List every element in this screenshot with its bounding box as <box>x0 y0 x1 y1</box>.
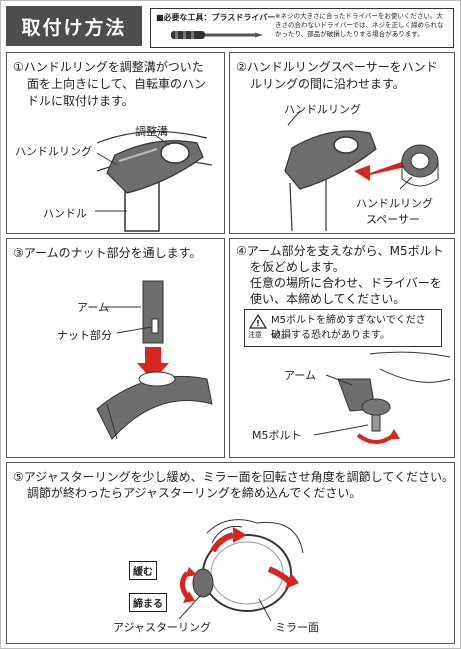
step2-text-1: ②ハンドルリングスペーサーをハンド <box>236 60 438 74</box>
step4-text-1: ④アーム部分を支えながら、M5ボルト <box>236 244 444 258</box>
step1-panel: ①ハンドルリングを調整溝がついた 面を上向きにして、自転車のハン ドルに取付けま… <box>6 52 225 234</box>
tag-loosen: 緩む <box>129 561 157 580</box>
step2-text-2: ルリングの間に沿わせます。 <box>250 77 405 91</box>
caution-text-2: 破損する恐れがあります。 <box>271 330 390 341</box>
step3-text: ③アームのナット部分を通します。 <box>13 246 202 260</box>
step4-text-4: 使い、本締めしてください。 <box>250 292 406 306</box>
step5-text-1: ⑤アジャスターリングを少し緩め、ミラー面を回転させ角度を調節してください。 <box>13 470 454 484</box>
step4-text-2: を仮どめします。 <box>250 260 345 274</box>
step1-text-3: ドルに取付けます。 <box>27 94 134 108</box>
step4-label-bolt: M5ボルト <box>252 429 302 442</box>
step2-illustration <box>284 110 439 232</box>
screwdriver-icon <box>171 31 263 39</box>
step2-label-ring: ハンドルリング <box>284 103 361 116</box>
step4-text-3: 任意の場所に合わせ、ドライバーを <box>250 276 442 290</box>
step1-label-ring: ハンドルリング <box>15 145 92 158</box>
tag-tighten: 締まる <box>129 593 167 612</box>
step5-label-adjuster: アジャスターリング <box>113 621 212 634</box>
step2-label-spacer-2: スペーサー <box>366 213 421 226</box>
step4-illustration <box>313 351 451 444</box>
step5-illustration <box>178 519 304 622</box>
step4-label-arm: アーム <box>284 369 317 382</box>
step3-illustration <box>96 280 213 440</box>
step5-label-mirror: ミラー面 <box>275 621 319 634</box>
step3-label-arm: アーム <box>77 301 110 314</box>
caution-text-1: M5ボルトを締めすぎないでください。 <box>271 315 426 341</box>
svg-text:!: ! <box>256 319 260 328</box>
tool-label: ■必要な工具：プラスドライバー <box>156 13 276 22</box>
step5-text-2: 調節が終わったらアジャスターリングを締め込んでください。 <box>27 486 362 500</box>
step1-text-2: 面を上向きにして、自転車のハン <box>27 77 207 91</box>
tool-info-box: ■必要な工具：プラスドライバー ※ネジの大きさに合ったドライバーをお使いください… <box>150 8 454 48</box>
caution-box: ! 注意 M5ボルトを締めすぎないでください。 破損する恐れがあります。 <box>244 309 442 347</box>
step1-text-1: ①ハンドルリングを調整溝がついた <box>13 60 204 74</box>
tool-note: ※ネジの大きさに合ったドライバーをお使いください。大きさの合わないドライバーでは… <box>275 12 444 38</box>
step3-panel: ③アームのナット部分を通します。 アーム ナット部分 <box>6 238 225 458</box>
page-title: 取付け方法 <box>6 6 142 46</box>
step1-illustration <box>95 130 213 232</box>
step1-label-groove: 調整溝 <box>135 125 168 138</box>
step2-panel: ②ハンドルリングスペーサーをハンド ルリングの間に沿わせます。 ハンドルリング … <box>229 52 455 234</box>
warning-icon: ! <box>249 314 267 329</box>
step5-panel: ⑤アジャスターリングを少し緩め、ミラー面を回転させ角度を調節してください。 調節… <box>6 462 455 644</box>
caution-icon-text: 注意 <box>248 331 262 339</box>
step3-label-nut: ナット部分 <box>57 329 112 342</box>
step2-label-spacer-1: ハンドルリング <box>356 197 433 210</box>
step4-panel: ④アーム部分を支えながら、M5ボルト を仮どめします。 任意の場所に合わせ、ドラ… <box>229 238 455 458</box>
step1-label-handle: ハンドル <box>43 207 87 220</box>
